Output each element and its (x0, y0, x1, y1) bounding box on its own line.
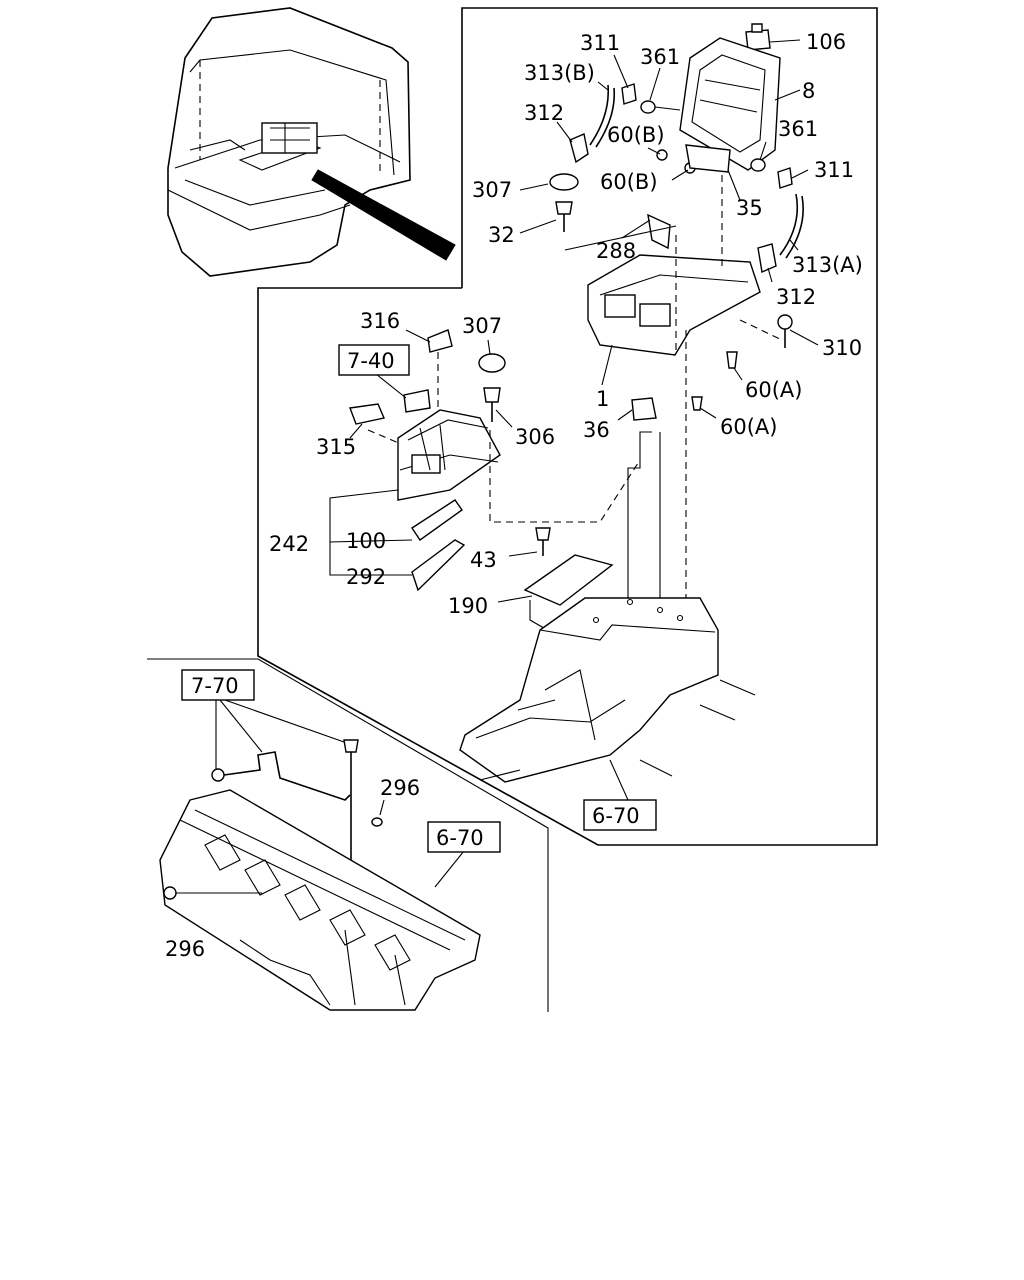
ref-box-6-70-right[interactable]: 6-70 (583, 799, 657, 831)
leader-lines (349, 54, 819, 816)
label-190: 190 (448, 594, 488, 618)
svg-text:7-70: 7-70 (191, 674, 239, 698)
label-43: 43 (470, 548, 497, 572)
label-1: 1 (596, 387, 609, 411)
label-100: 100 (346, 529, 386, 553)
ref-box-7-70[interactable]: 7-70 (181, 669, 255, 701)
ref-box-6-70-left[interactable]: 6-70 (427, 821, 501, 853)
label-60b-upper: 60(B) (607, 123, 665, 147)
label-32: 32 (488, 223, 515, 247)
label-60a-lower: 60(A) (720, 415, 777, 439)
label-313a: 313(A) (792, 253, 863, 277)
label-315: 315 (316, 435, 356, 459)
svg-text:6-70: 6-70 (592, 804, 640, 828)
part-labels: 106 8 361 361 311 311 313(B) 313(A) 312 … (165, 30, 863, 961)
ref-box-7-40[interactable]: 7-40 (338, 344, 410, 376)
diagram-frame (147, 7, 878, 1012)
label-307-upper: 307 (472, 178, 512, 202)
shift-console-assembly (329, 329, 641, 636)
label-288: 288 (596, 239, 636, 263)
label-307-lower: 307 (462, 314, 502, 338)
label-60b-lower: 60(B) (600, 170, 658, 194)
overhead-console-assembly (549, 23, 805, 678)
section-refs: 7-40 7-70 6-70 6-70 (181, 344, 657, 853)
label-310: 310 (822, 336, 862, 360)
svg-text:6-70: 6-70 (436, 826, 484, 850)
label-60a-upper: 60(A) (745, 378, 802, 402)
label-361-right: 361 (778, 117, 818, 141)
cab-overview-inset (167, 7, 456, 277)
label-106: 106 (806, 30, 846, 54)
label-316: 316 (360, 309, 400, 333)
label-313b: 313(B) (524, 61, 595, 85)
svg-text:7-40: 7-40 (347, 349, 395, 373)
label-312-right: 312 (776, 285, 816, 309)
cross-member-assembly (159, 699, 481, 1011)
label-8: 8 (802, 79, 815, 103)
label-311-top: 311 (580, 31, 620, 55)
label-296-lower: 296 (165, 937, 205, 961)
floor-tunnel (459, 597, 756, 801)
label-312-left: 312 (524, 101, 564, 125)
label-296-upper: 296 (380, 776, 420, 800)
label-311-right: 311 (814, 158, 854, 182)
label-292: 292 (346, 565, 386, 589)
label-242: 242 (269, 532, 309, 556)
label-36: 36 (583, 418, 610, 442)
label-306: 306 (515, 425, 555, 449)
label-361-top: 361 (640, 45, 680, 69)
label-35: 35 (736, 196, 763, 220)
